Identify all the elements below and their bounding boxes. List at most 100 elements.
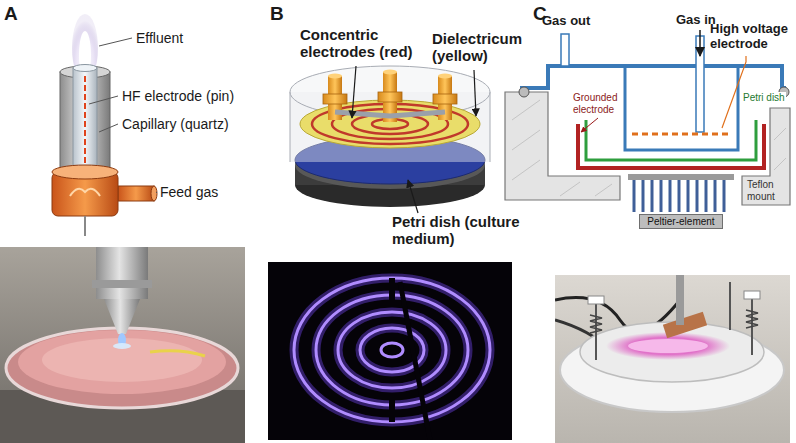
part-label: Teflon mount <box>746 179 788 202</box>
peltier-box: Peltier-element <box>639 214 723 229</box>
leader-line <box>156 192 157 193</box>
teflon-mount <box>774 128 786 140</box>
bolt-symbol <box>328 74 342 79</box>
plasma-jet-device <box>73 65 97 72</box>
peltier-element <box>628 174 734 212</box>
part-label: Petri dish <box>742 92 786 104</box>
photo-plasma-jet <box>104 299 140 334</box>
leader-line <box>89 38 157 193</box>
surface-dbd-device <box>332 109 448 139</box>
teflon-mount <box>512 100 540 120</box>
peltier-element <box>678 180 681 212</box>
part-label: Gas out <box>542 14 590 29</box>
surface-dbd-device <box>290 92 291 162</box>
part-label: High voltage electrode <box>710 22 792 52</box>
teflon-mount <box>560 182 580 196</box>
photo-plasma-jet <box>92 280 152 288</box>
leader-line <box>99 124 118 132</box>
teflon-mount <box>774 158 786 170</box>
part-label: Grounded electrode <box>573 92 623 115</box>
bolt-symbol <box>335 112 445 116</box>
peltier-element <box>660 180 663 212</box>
plasma-jet-device <box>70 189 100 196</box>
node-text: Peltier-element <box>646 216 716 227</box>
plasma-jet-device <box>52 165 118 179</box>
photo-plasma-discharge <box>316 295 468 405</box>
leader-arrow <box>352 66 476 213</box>
photo-dbd-setup <box>663 312 707 338</box>
photo-plasma-jet <box>150 351 205 356</box>
lid <box>625 66 738 150</box>
photo-plasma-discharge <box>381 343 403 357</box>
lid <box>519 87 529 97</box>
leader-line <box>99 38 132 46</box>
photo-dbd-setup <box>555 275 790 443</box>
peltier-element <box>687 180 690 212</box>
part-label: Petri dish (culture medium) <box>392 213 522 248</box>
bolt-symbol <box>433 94 457 104</box>
plasma-jet-device <box>118 186 154 201</box>
gas-pipe <box>699 30 701 56</box>
photo-plasma-discharge <box>294 278 490 422</box>
bolt-symbol <box>438 74 452 79</box>
peltier-element <box>669 180 672 212</box>
petri-dish <box>586 120 756 160</box>
lid <box>519 66 789 150</box>
leader-arrow <box>474 70 476 116</box>
high-voltage-electrode <box>632 133 732 136</box>
peltier-element <box>651 180 654 212</box>
photo-dbd-setup <box>588 296 604 304</box>
photo-dbd-setup <box>590 310 758 333</box>
leader-arrow <box>352 66 356 118</box>
photo-plasma-discharge <box>338 312 446 388</box>
photo-dbd-setup <box>746 310 758 328</box>
bolt-symbol <box>323 94 347 104</box>
photo-plasma-discharge <box>316 295 468 405</box>
peltier-element <box>696 180 699 212</box>
gas-pipe <box>561 30 704 132</box>
bolt-symbol <box>378 92 402 102</box>
peltier-element <box>723 180 726 212</box>
panel-letter: B <box>270 3 284 25</box>
photo-dbd-setup <box>751 295 753 355</box>
photo-plasma-discharge <box>294 278 490 422</box>
bolt-symbol <box>383 70 397 75</box>
teflon-mount <box>512 160 540 180</box>
photo-plasma-jet <box>0 247 245 443</box>
peltier-element <box>705 180 708 212</box>
photo-plasma-jet <box>6 328 238 408</box>
photo-plasma-jet <box>96 247 148 299</box>
photo-plasma-jet <box>113 343 131 349</box>
lid <box>520 66 786 88</box>
part-label: Concentric electrodes (red) <box>300 26 430 61</box>
photo-plasma-jet <box>42 338 202 382</box>
petri-dish <box>586 120 756 160</box>
photo-dbd-setup <box>596 282 752 360</box>
photo-plasma-discharge <box>294 278 490 422</box>
photo-plasma-discharge <box>294 278 490 422</box>
photo-dbd-setup <box>590 315 602 333</box>
peltier-element <box>633 180 636 212</box>
photo-plasma-discharge <box>400 282 430 440</box>
photo-dbd-setup <box>744 291 760 299</box>
peltier-element <box>634 180 724 212</box>
photo-plasma-jet <box>0 247 245 443</box>
teflon-mount <box>512 100 786 196</box>
photo-dbd-setup <box>676 275 684 325</box>
photo-plasma-discharge <box>268 262 512 440</box>
peltier-element <box>642 180 645 212</box>
photo-plasma-jet <box>18 330 226 394</box>
part-label: Capillary (quartz) <box>122 116 229 132</box>
part-label: Feed gas <box>160 184 218 200</box>
peltier-element <box>714 180 717 212</box>
plasma-jet-device <box>84 216 86 236</box>
part-label: Effluent <box>136 30 183 46</box>
bolt-symbol <box>323 70 457 123</box>
photo-plasma-discharge <box>268 262 512 440</box>
photo-dbd-setup <box>555 275 790 443</box>
photo-dbd-setup <box>729 282 731 330</box>
leader-line <box>89 96 118 104</box>
peltier-element <box>628 174 734 180</box>
plasma-jet-device <box>151 186 157 201</box>
leader-arrow <box>581 118 598 132</box>
